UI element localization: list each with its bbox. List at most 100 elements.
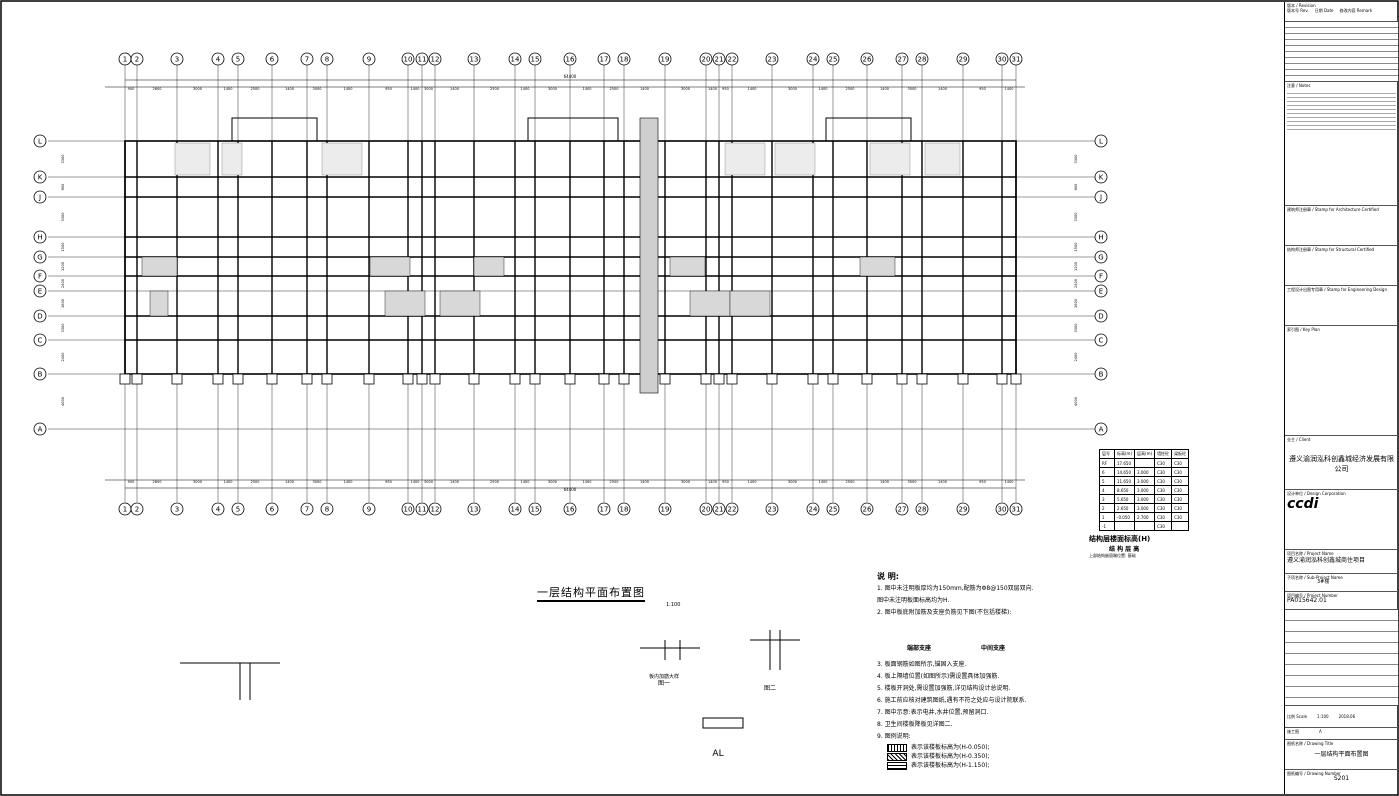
grid-row-label: D xyxy=(1098,313,1103,321)
column xyxy=(171,373,183,385)
grid-col-label: 16 xyxy=(566,56,575,64)
grid-col-label: 26 xyxy=(863,506,872,514)
dim-label: 1400 xyxy=(285,480,294,484)
detail-end-support xyxy=(180,662,280,700)
support-label: 中间支座 xyxy=(981,645,1006,652)
row-dim-label: 3300 xyxy=(61,155,65,164)
row-dim-label: 3300 xyxy=(61,324,65,333)
stair-shaft xyxy=(639,117,659,394)
grid-bubble xyxy=(528,52,542,66)
grid-row-label: A xyxy=(38,426,43,434)
dim-label: 1400 xyxy=(938,480,947,484)
hatched-slab xyxy=(384,290,426,317)
dim-label: 2500 xyxy=(610,480,619,484)
dim-label: 2500 xyxy=(610,87,619,91)
legend-swatch xyxy=(887,743,907,752)
grid-row-label: E xyxy=(38,288,42,296)
dim-label: 3000 xyxy=(908,480,917,484)
grid-col-label: 12 xyxy=(431,506,440,514)
grid-bubble xyxy=(895,52,909,66)
column xyxy=(416,373,428,385)
ccdi-logo: ccdi xyxy=(1287,496,1319,512)
grid-bubble xyxy=(563,502,577,516)
level-cell: C30 xyxy=(1154,512,1173,522)
grid-bubble xyxy=(860,52,874,66)
grid-bubble xyxy=(806,52,820,66)
overall-dim-label: 64400 xyxy=(564,487,577,492)
grid-bubble xyxy=(995,502,1009,516)
level-cell: 17.650 xyxy=(1113,458,1136,468)
grid-bubble xyxy=(33,190,47,204)
grid-bubble xyxy=(725,502,739,516)
column xyxy=(212,373,224,385)
dim-label: 1400 xyxy=(1005,480,1014,484)
column xyxy=(131,373,143,385)
grid-col-label: 29 xyxy=(959,506,968,514)
grid-col-label: 19 xyxy=(661,56,670,64)
grid-bubble xyxy=(467,502,481,516)
column xyxy=(363,373,375,385)
dim-label: 1400 xyxy=(450,87,459,91)
grid-bubble xyxy=(300,502,314,516)
grid-col-label: 7 xyxy=(305,506,309,514)
grid-col-label: 16 xyxy=(566,506,575,514)
hatched-slab xyxy=(439,290,481,317)
dim-label: 3000 xyxy=(788,480,797,484)
grid-bubble xyxy=(320,52,334,66)
rev-col-3: 修改内容 Remark xyxy=(1339,8,1373,13)
grid-bubble xyxy=(915,52,929,66)
level-cell: -1 xyxy=(1099,521,1115,531)
row-dim-label: 2400 xyxy=(1074,279,1078,288)
grid-bubble xyxy=(33,269,47,283)
scale-value: 1:100 xyxy=(1317,714,1329,719)
balcony-outline xyxy=(527,117,619,142)
dim-label: 3000 xyxy=(548,480,557,484)
dim-label: 1400 xyxy=(224,87,233,91)
dim-label: 1400 xyxy=(344,480,353,484)
grid-bubble xyxy=(725,52,739,66)
row-dim-label: 1500 xyxy=(61,243,65,252)
grid-col-label: 13 xyxy=(470,56,479,64)
grid-col-label: 23 xyxy=(768,56,777,64)
sunken-slab xyxy=(321,142,363,176)
row-dim-label: 1200 xyxy=(61,262,65,271)
grid-col-label: 3 xyxy=(175,506,179,514)
level-cell: C30 xyxy=(1154,467,1173,477)
row-dim-label: 3300 xyxy=(1074,155,1078,164)
project-number-label: 项目编号 / Project Number xyxy=(1287,593,1338,598)
row-dim-label: 3300 xyxy=(61,213,65,222)
grid-bubble xyxy=(617,502,631,516)
level-cell: 11.650 xyxy=(1113,476,1136,486)
dim-label: 1400 xyxy=(450,480,459,484)
grid-col-label: 18 xyxy=(620,56,629,64)
row-dim-label: 3300 xyxy=(1074,324,1078,333)
dim-label: 1400 xyxy=(521,87,530,91)
dim-label: 1400 xyxy=(224,480,233,484)
grid-bubble xyxy=(915,502,929,516)
grid-row-label: K xyxy=(38,174,43,182)
grid-row-label: E xyxy=(1099,288,1103,296)
notes-heading: 说 明: xyxy=(877,572,899,581)
row-dim-label: 900 xyxy=(1074,184,1078,191)
column xyxy=(402,373,414,385)
grid-bubble xyxy=(265,502,279,516)
level-cell: C30 xyxy=(1171,467,1190,477)
grid-col-label: 27 xyxy=(898,506,907,514)
dim-label: 1400 xyxy=(708,480,717,484)
dim-label: 3000 xyxy=(908,87,917,91)
grid-col-label: 20 xyxy=(702,506,711,514)
level-cell: 14.650 xyxy=(1113,467,1136,477)
grid-bubble xyxy=(826,502,840,516)
dim-label: 3000 xyxy=(788,87,797,91)
general-notes: 说 明: 1. 图中未注明板厚均为150mm,配筋为Φ8@150双层双向. 图中… xyxy=(877,571,1117,770)
grid-row-label: H xyxy=(1098,234,1103,242)
sunken-slab xyxy=(869,142,911,176)
column xyxy=(618,373,630,385)
legend-text: 表示该楼板标高为(H-0.050); xyxy=(911,744,990,751)
grid-bubble xyxy=(765,502,779,516)
grid-row-label: K xyxy=(1099,174,1104,182)
grid-bubble xyxy=(33,134,47,148)
grid-bubble xyxy=(956,502,970,516)
